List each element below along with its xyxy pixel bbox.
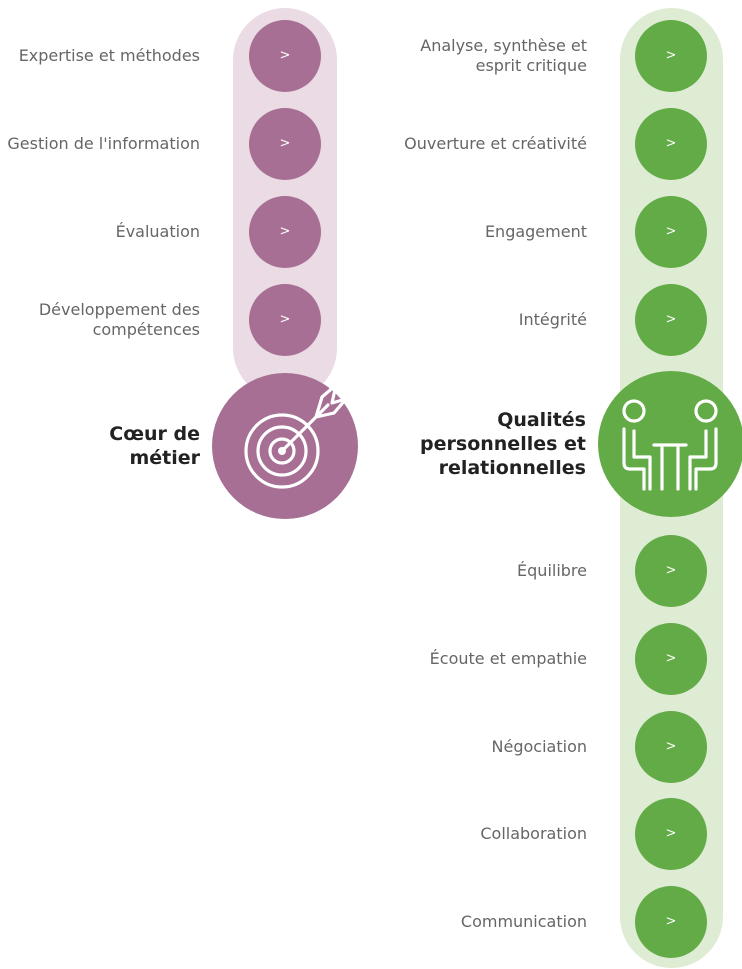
qualites-item-button-3[interactable]: > (635, 196, 707, 268)
qualites-item-label-1[interactable]: Analyse, synthèse et esprit critique (420, 36, 587, 75)
qualites-item-label-7[interactable]: Négociation (491, 737, 587, 756)
qualites-item-label-4[interactable]: Intégrité (518, 310, 587, 329)
coeur-item-label-1[interactable]: Expertise et méthodes (18, 46, 200, 65)
qualites-title: Qualités personnelles et relationnelles (420, 409, 586, 479)
qualites-item-button-7[interactable]: > (635, 711, 707, 783)
qualites-item-button-1[interactable]: > (635, 20, 707, 92)
qualites-item-label-6[interactable]: Écoute et empathie (429, 649, 587, 668)
qualites-item-label-9[interactable]: Communication (460, 912, 587, 931)
coeur-item-button-4[interactable]: > (249, 284, 321, 356)
qualites-item-button-8[interactable]: > (635, 798, 707, 870)
coeur-item-button-1[interactable]: > (249, 20, 321, 92)
coeur-title: Cœur de métier (109, 423, 200, 469)
qualites-item-button-9[interactable]: > (635, 886, 707, 958)
coeur-item-label-3[interactable]: Évaluation (115, 222, 200, 241)
coeur-item-label-4[interactable]: Développement des compétences (38, 300, 200, 339)
qualites-item-button-4[interactable]: > (635, 284, 707, 356)
qualites-item-label-8[interactable]: Collaboration (480, 824, 587, 843)
qualites-item-label-2[interactable]: Ouverture et créativité (404, 134, 587, 153)
coeur-item-button-3[interactable]: > (249, 196, 321, 268)
qualites-item-label-5[interactable]: Équilibre (517, 561, 587, 580)
qualites-item-label-3[interactable]: Engagement (484, 222, 587, 241)
qualites-hub[interactable] (598, 371, 742, 517)
qualites-item-button-5[interactable]: > (635, 535, 707, 607)
people-meeting-icon (622, 399, 718, 491)
qualites-item-button-2[interactable]: > (635, 108, 707, 180)
coeur-hub[interactable] (212, 373, 358, 519)
coeur-item-label-2[interactable]: Gestion de l'information (7, 134, 200, 153)
qualites-item-button-6[interactable]: > (635, 623, 707, 695)
target-arrow-icon (244, 383, 348, 489)
coeur-item-button-2[interactable]: > (249, 108, 321, 180)
